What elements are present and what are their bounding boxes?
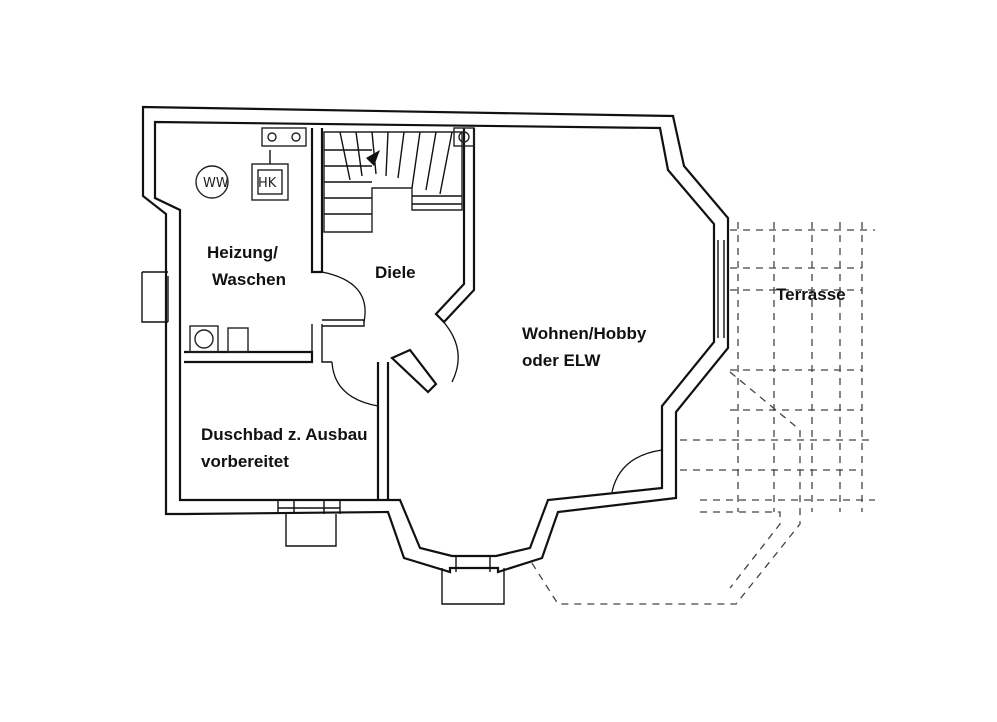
washer-icon bbox=[189, 325, 219, 353]
room-label-bad-2: vorbereitet bbox=[201, 452, 289, 471]
room-label-diele: Diele bbox=[375, 263, 416, 282]
windows bbox=[141, 240, 725, 605]
staircase bbox=[323, 127, 475, 233]
water-heater-icon bbox=[195, 165, 229, 199]
ww-label: WW bbox=[203, 176, 229, 191]
outer-walls bbox=[141, 105, 730, 574]
room-label-heizung-1: Heizung/ bbox=[207, 243, 278, 262]
doors bbox=[321, 271, 663, 493]
terrace-outline bbox=[529, 222, 875, 605]
room-labels: Heizung/ Waschen Diele Wohnen/Hobby oder… bbox=[201, 243, 846, 471]
room-label-wohnen-1: Wohnen/Hobby bbox=[522, 324, 647, 343]
hk-label: HK bbox=[258, 176, 277, 191]
room-label-wohnen-2: oder ELW bbox=[522, 351, 601, 370]
heating-fixtures: WW HK bbox=[189, 127, 307, 353]
room-label-bad-1: Duschbad z. Ausbau bbox=[201, 425, 368, 444]
room-label-terrasse: Terrasse bbox=[776, 285, 846, 304]
room-label-heizung-2: Waschen bbox=[212, 270, 286, 289]
